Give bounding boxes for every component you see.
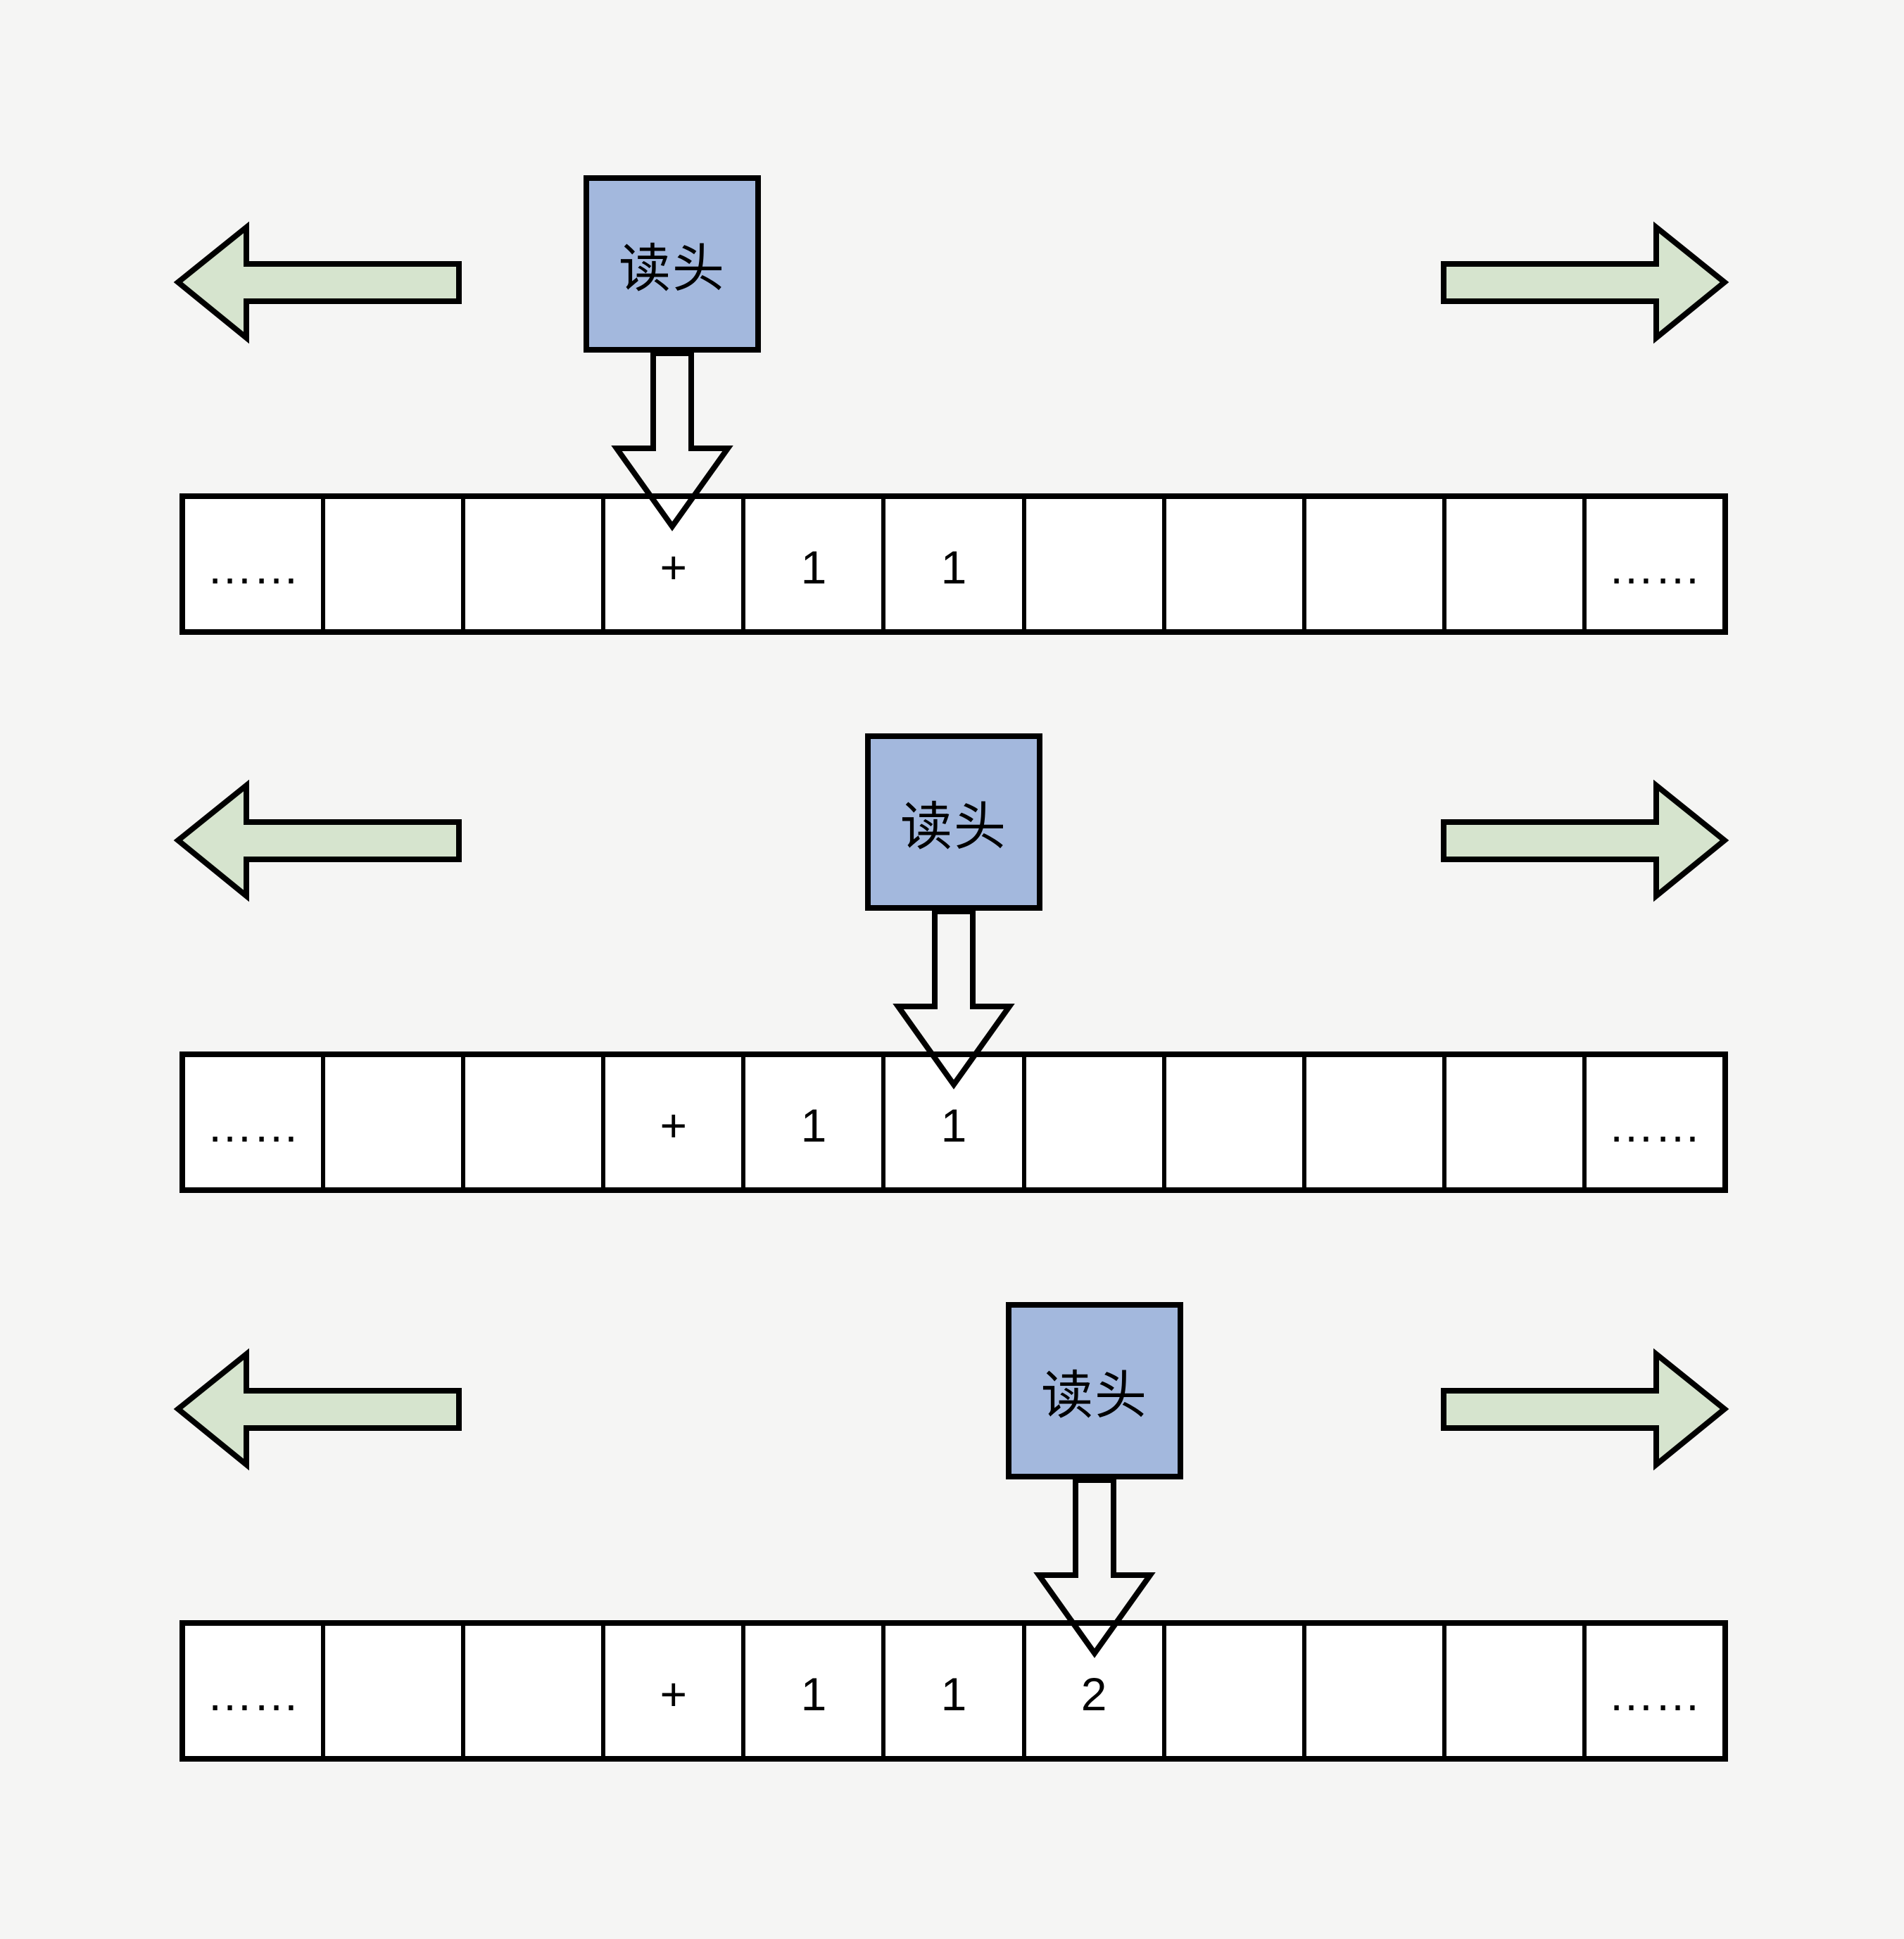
read-head-label: 读头 — [1041, 1365, 1148, 1425]
tape-cell: 1 — [741, 1626, 881, 1756]
read-head-box: 读头 — [865, 733, 1042, 911]
tape-cell: …… — [1582, 1626, 1722, 1756]
tape-cell: + — [601, 1626, 741, 1756]
tape-cell: + — [601, 499, 741, 629]
move-left-arrow-icon — [173, 1348, 462, 1471]
tape-cell — [1301, 1626, 1442, 1756]
tape-cell: …… — [1582, 499, 1722, 629]
tape-cell — [1161, 499, 1302, 629]
tape-cell: 2 — [1021, 1626, 1162, 1756]
tape-cell — [321, 1626, 461, 1756]
move-right-arrow-icon — [1441, 779, 1729, 902]
tape-cell — [461, 499, 601, 629]
tape-cell — [461, 1626, 601, 1756]
tape-cell — [321, 499, 461, 629]
move-left-arrow-icon — [173, 221, 462, 344]
tape-cell — [1442, 1626, 1582, 1756]
tape: …… + 1 1 …… — [179, 493, 1728, 635]
tape-cell — [461, 1057, 601, 1187]
tape: …… + 1 1 2 …… — [179, 1620, 1728, 1762]
tape-cell: + — [601, 1057, 741, 1187]
tape-cell: …… — [1582, 1057, 1722, 1187]
tape: …… + 1 1 …… — [179, 1051, 1728, 1193]
tape-cell — [1161, 1626, 1302, 1756]
move-right-arrow-icon — [1441, 1348, 1729, 1471]
move-right-arrow-icon — [1441, 221, 1729, 344]
stage-3: 读头 …… + 1 1 2 …… — [0, 1127, 1904, 1762]
tape-cell: …… — [206, 541, 300, 593]
tape-cell: 1 — [741, 1057, 881, 1187]
move-left-arrow-icon — [173, 779, 462, 902]
read-head-label: 读头 — [900, 797, 1007, 856]
tape-cell: 1 — [881, 1057, 1021, 1187]
tape-cell: …… — [206, 1667, 300, 1720]
tape-cell — [1301, 1057, 1442, 1187]
stage-2: 读头 …… + 1 1 …… — [0, 558, 1904, 1193]
tape-cell: 1 — [741, 499, 881, 629]
tape-cell: 1 — [881, 499, 1021, 629]
tape-cell: 1 — [881, 1626, 1021, 1756]
tape-cell — [1021, 499, 1162, 629]
tape-cell — [1442, 1057, 1582, 1187]
tape-cell — [1442, 499, 1582, 629]
tape-cell: …… — [206, 1099, 300, 1151]
arrows-layer — [173, 1348, 1729, 1658]
read-head-box: 读头 — [1006, 1302, 1183, 1479]
tape-cell — [1301, 499, 1442, 629]
arrows-layer — [173, 221, 1729, 531]
stage-1: 读头 …… + 1 1 …… — [0, 0, 1904, 635]
read-head-label: 读头 — [619, 239, 726, 298]
tape-cell — [1161, 1057, 1302, 1187]
read-head-box: 读头 — [584, 175, 761, 353]
tape-cell — [1021, 1057, 1162, 1187]
tape-cell — [321, 1057, 461, 1187]
